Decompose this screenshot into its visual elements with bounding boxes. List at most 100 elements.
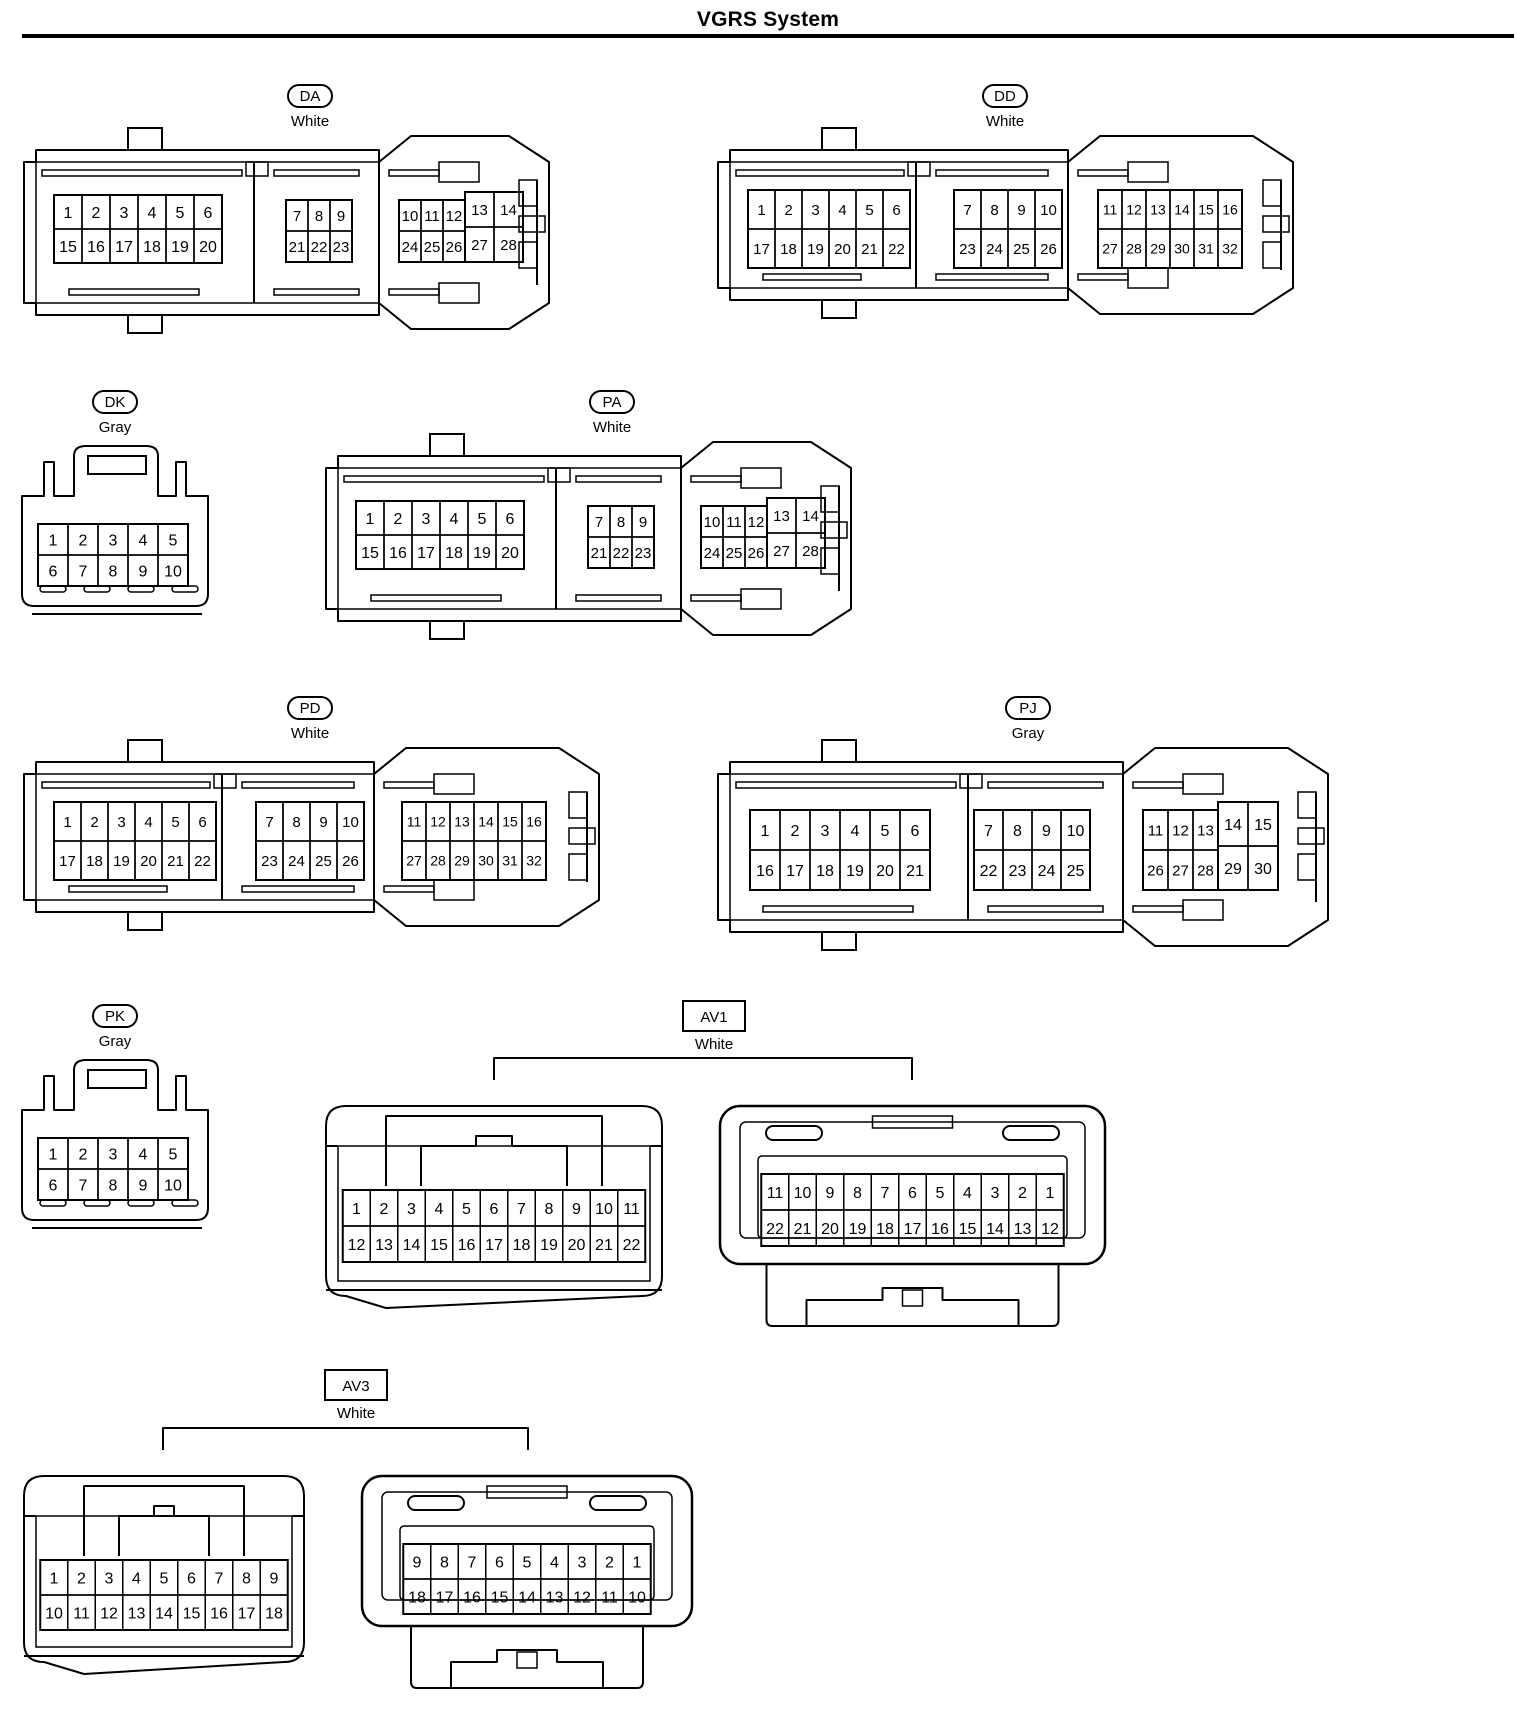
pin-number: 28 [1126, 241, 1142, 257]
pin-number: 6 [49, 563, 58, 580]
pin-number: 9 [1042, 823, 1051, 840]
housing-outline [360, 1474, 694, 1628]
rib-slot [241, 781, 355, 789]
rib-slot [987, 781, 1104, 789]
rib-slot [765, 1125, 823, 1141]
pin-number: 18 [816, 863, 834, 880]
pin-number: 4 [963, 1185, 972, 1202]
pin-number: 8 [292, 814, 300, 831]
pin-number: 12 [1041, 1221, 1059, 1238]
key-block [871, 1115, 954, 1129]
inner-frame [35, 161, 380, 304]
pin-number: 4 [132, 1570, 141, 1587]
pin-number: 3 [991, 1185, 1000, 1202]
connector-color: White [337, 1405, 375, 1422]
pin-number: 16 [87, 239, 105, 256]
pin-cell [1035, 1209, 1065, 1247]
pin-number: 3 [109, 532, 118, 549]
connector-color: White [593, 419, 631, 436]
pin-number: 10 [342, 814, 359, 831]
pin-cell [1247, 845, 1279, 891]
pin-number: 31 [1198, 241, 1214, 257]
pin-number: 21 [794, 1221, 812, 1238]
pin-number: 10 [704, 514, 721, 531]
code-oval [92, 1004, 138, 1028]
pin-number: 24 [402, 239, 419, 256]
latch-tab [821, 127, 857, 151]
pin-number: 3 [109, 1146, 118, 1163]
pin-number: 3 [105, 1570, 114, 1587]
pair-bracket [493, 1057, 913, 1080]
rib-slot [762, 273, 862, 281]
pin-number: 22 [613, 545, 630, 562]
pin-number: 21 [167, 853, 184, 870]
pin-number: 3 [578, 1554, 587, 1571]
pin-number: 22 [623, 1237, 641, 1254]
pin-number: 4 [139, 1146, 148, 1163]
pin-number: 21 [289, 239, 306, 256]
pin-number: 10 [1040, 202, 1057, 219]
pin-number: 19 [171, 239, 189, 256]
pin-number: 15 [491, 1589, 509, 1606]
pin-number: 26 [1040, 241, 1057, 258]
lock-detail [568, 827, 596, 845]
pin-number: 25 [315, 853, 332, 870]
pin-number: 6 [495, 1554, 504, 1571]
pin-number: 10 [402, 208, 419, 225]
housing-outline [325, 1105, 663, 1309]
key-block [213, 773, 237, 789]
pin-number: 18 [86, 853, 103, 870]
latch-tab [127, 127, 163, 151]
pin-cell [899, 849, 931, 891]
housing-outline [23, 135, 550, 330]
inner-frame [337, 1145, 651, 1282]
lock-detail [1262, 179, 1282, 207]
pin-number: 7 [984, 823, 993, 840]
pin-cell [336, 840, 365, 881]
inner-frame [35, 773, 375, 901]
pin-number: 18 [513, 1237, 531, 1254]
pin-number: 22 [311, 239, 328, 256]
lock-detail [1297, 827, 1325, 845]
pin-number: 7 [881, 1185, 890, 1202]
pin-number: 15 [183, 1605, 201, 1622]
code-box [682, 1000, 746, 1032]
title-rule [22, 34, 1514, 38]
pin-number: 25 [1013, 241, 1030, 258]
rib-slot [575, 475, 662, 483]
pin-number: 7 [595, 514, 603, 531]
code-oval [92, 390, 138, 414]
latch-tab [87, 455, 147, 475]
pin-number: 22 [980, 863, 998, 880]
housing-outline [450, 1649, 604, 1688]
inner-frame [729, 161, 1069, 289]
pin-number: 8 [109, 1177, 118, 1194]
pin-number: 24 [288, 853, 305, 870]
pin-number: 22 [766, 1221, 784, 1238]
pin-number: 2 [79, 532, 88, 549]
pin-number: 6 [908, 1185, 917, 1202]
pin-number: 31 [502, 853, 518, 869]
pin-number: 11 [726, 514, 742, 531]
connector-code: PK [105, 1008, 125, 1025]
rib-slot [41, 169, 243, 177]
pin-number: 11 [73, 1605, 90, 1622]
connector-code: DA [300, 88, 321, 105]
pin-number: 1 [352, 1201, 361, 1218]
pin-number: 21 [591, 545, 608, 562]
pin-number: 27 [471, 237, 488, 254]
latch-tab [429, 433, 465, 457]
pin-number: 7 [468, 1554, 477, 1571]
housing-outline [325, 441, 852, 636]
pin-number: 27 [1172, 862, 1189, 879]
pin-number: 2 [77, 1570, 86, 1587]
